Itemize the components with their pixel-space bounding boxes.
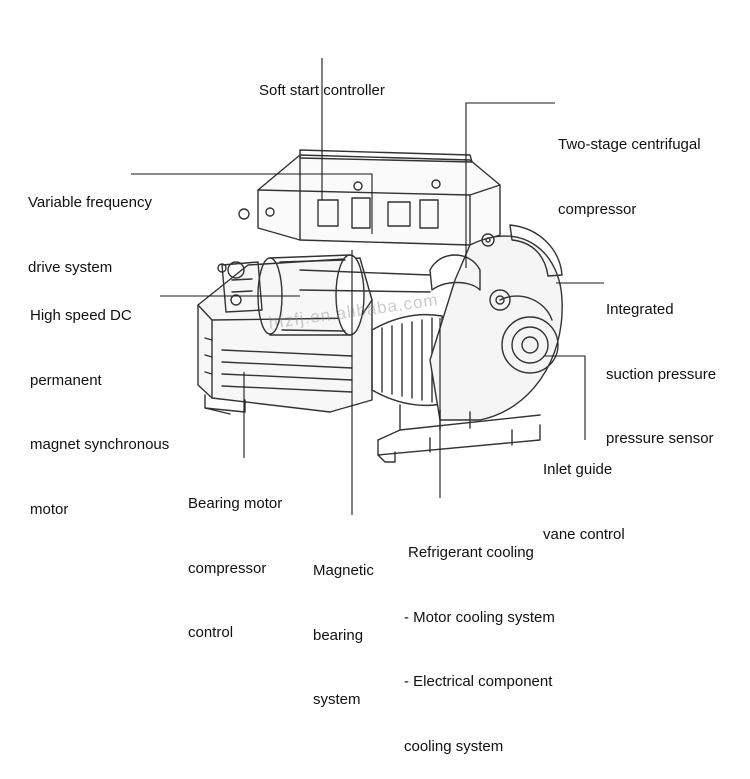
leader-lines <box>131 58 604 515</box>
label-high-speed-motor: High speed DC permanent magnet synchrono… <box>30 307 170 518</box>
compressor-diagram <box>131 58 604 515</box>
leader-vfd <box>131 173 373 234</box>
label-variable-frequency-drive: Variable frequency drive system <box>28 194 152 276</box>
leader-two-stage <box>465 102 555 268</box>
label-magnetic-bearing: Magnetic bearing system <box>313 562 374 708</box>
compressor-illustration <box>197 149 563 463</box>
label-suction-pressure-sensor: Integrated suction pressure pressure sen… <box>606 301 717 447</box>
label-bearing-motor-control: Bearing motor compressor control <box>188 495 283 641</box>
label-refrigerant-cooling: Refrigerant cooling - Motor cooling syst… <box>404 544 555 755</box>
label-two-stage-compressor: Two-stage centrifugal compressor <box>558 136 701 218</box>
label-soft-start-controller: Soft start controller <box>259 82 385 99</box>
label-inlet-guide-vane: Inlet guide vane control <box>543 461 625 543</box>
leader-inlet <box>545 355 586 440</box>
